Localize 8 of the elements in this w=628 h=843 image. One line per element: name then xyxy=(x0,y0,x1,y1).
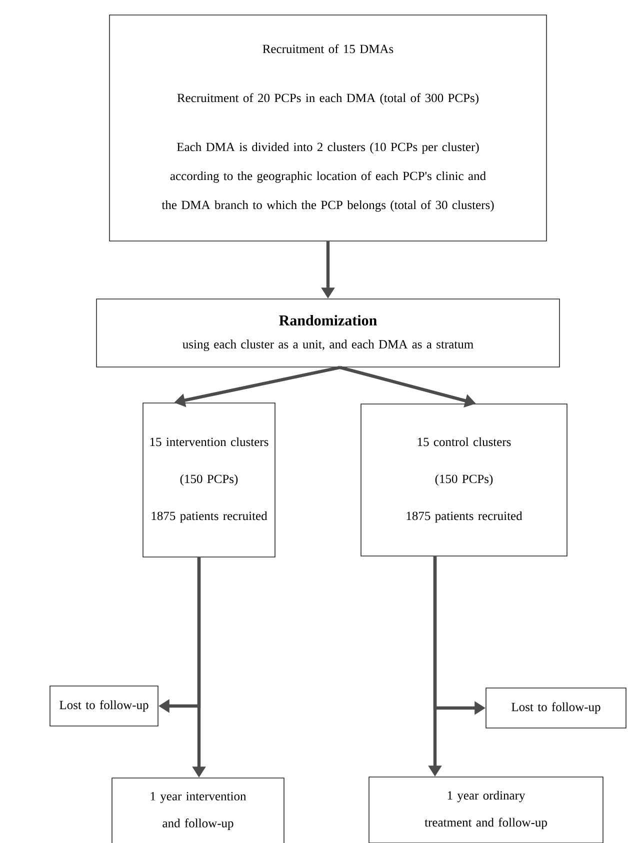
process-box: 15 intervention clusters (150 PCPs) 1875 patients recruited xyxy=(142,402,276,558)
process-box: Recruitment of 15 DMAs Recruitment of 20 PCPs in each DMA (total of 300 PCPs) Each DMA is divided into 2 clusters (10 PCPs per cluster) according to the geographic location of each PCP's clinic and the DMA branch to which the PCP belongs (total of 30 clusters) xyxy=(109,14,547,242)
process-box: 15 control clusters (150 PCPs) 1875 patients recruited xyxy=(360,404,568,556)
outcome-box: Lost to follow-up xyxy=(486,688,626,728)
outcome-box: Lost to follow-up xyxy=(50,686,158,726)
process-box: 1 year ordinary treatment and follow-up xyxy=(368,776,604,843)
process-box: 1 year intervention and follow-up xyxy=(112,778,284,843)
randomization-box: Randomization using each cluster as a unit, and each DMA as a stratum xyxy=(96,298,560,368)
